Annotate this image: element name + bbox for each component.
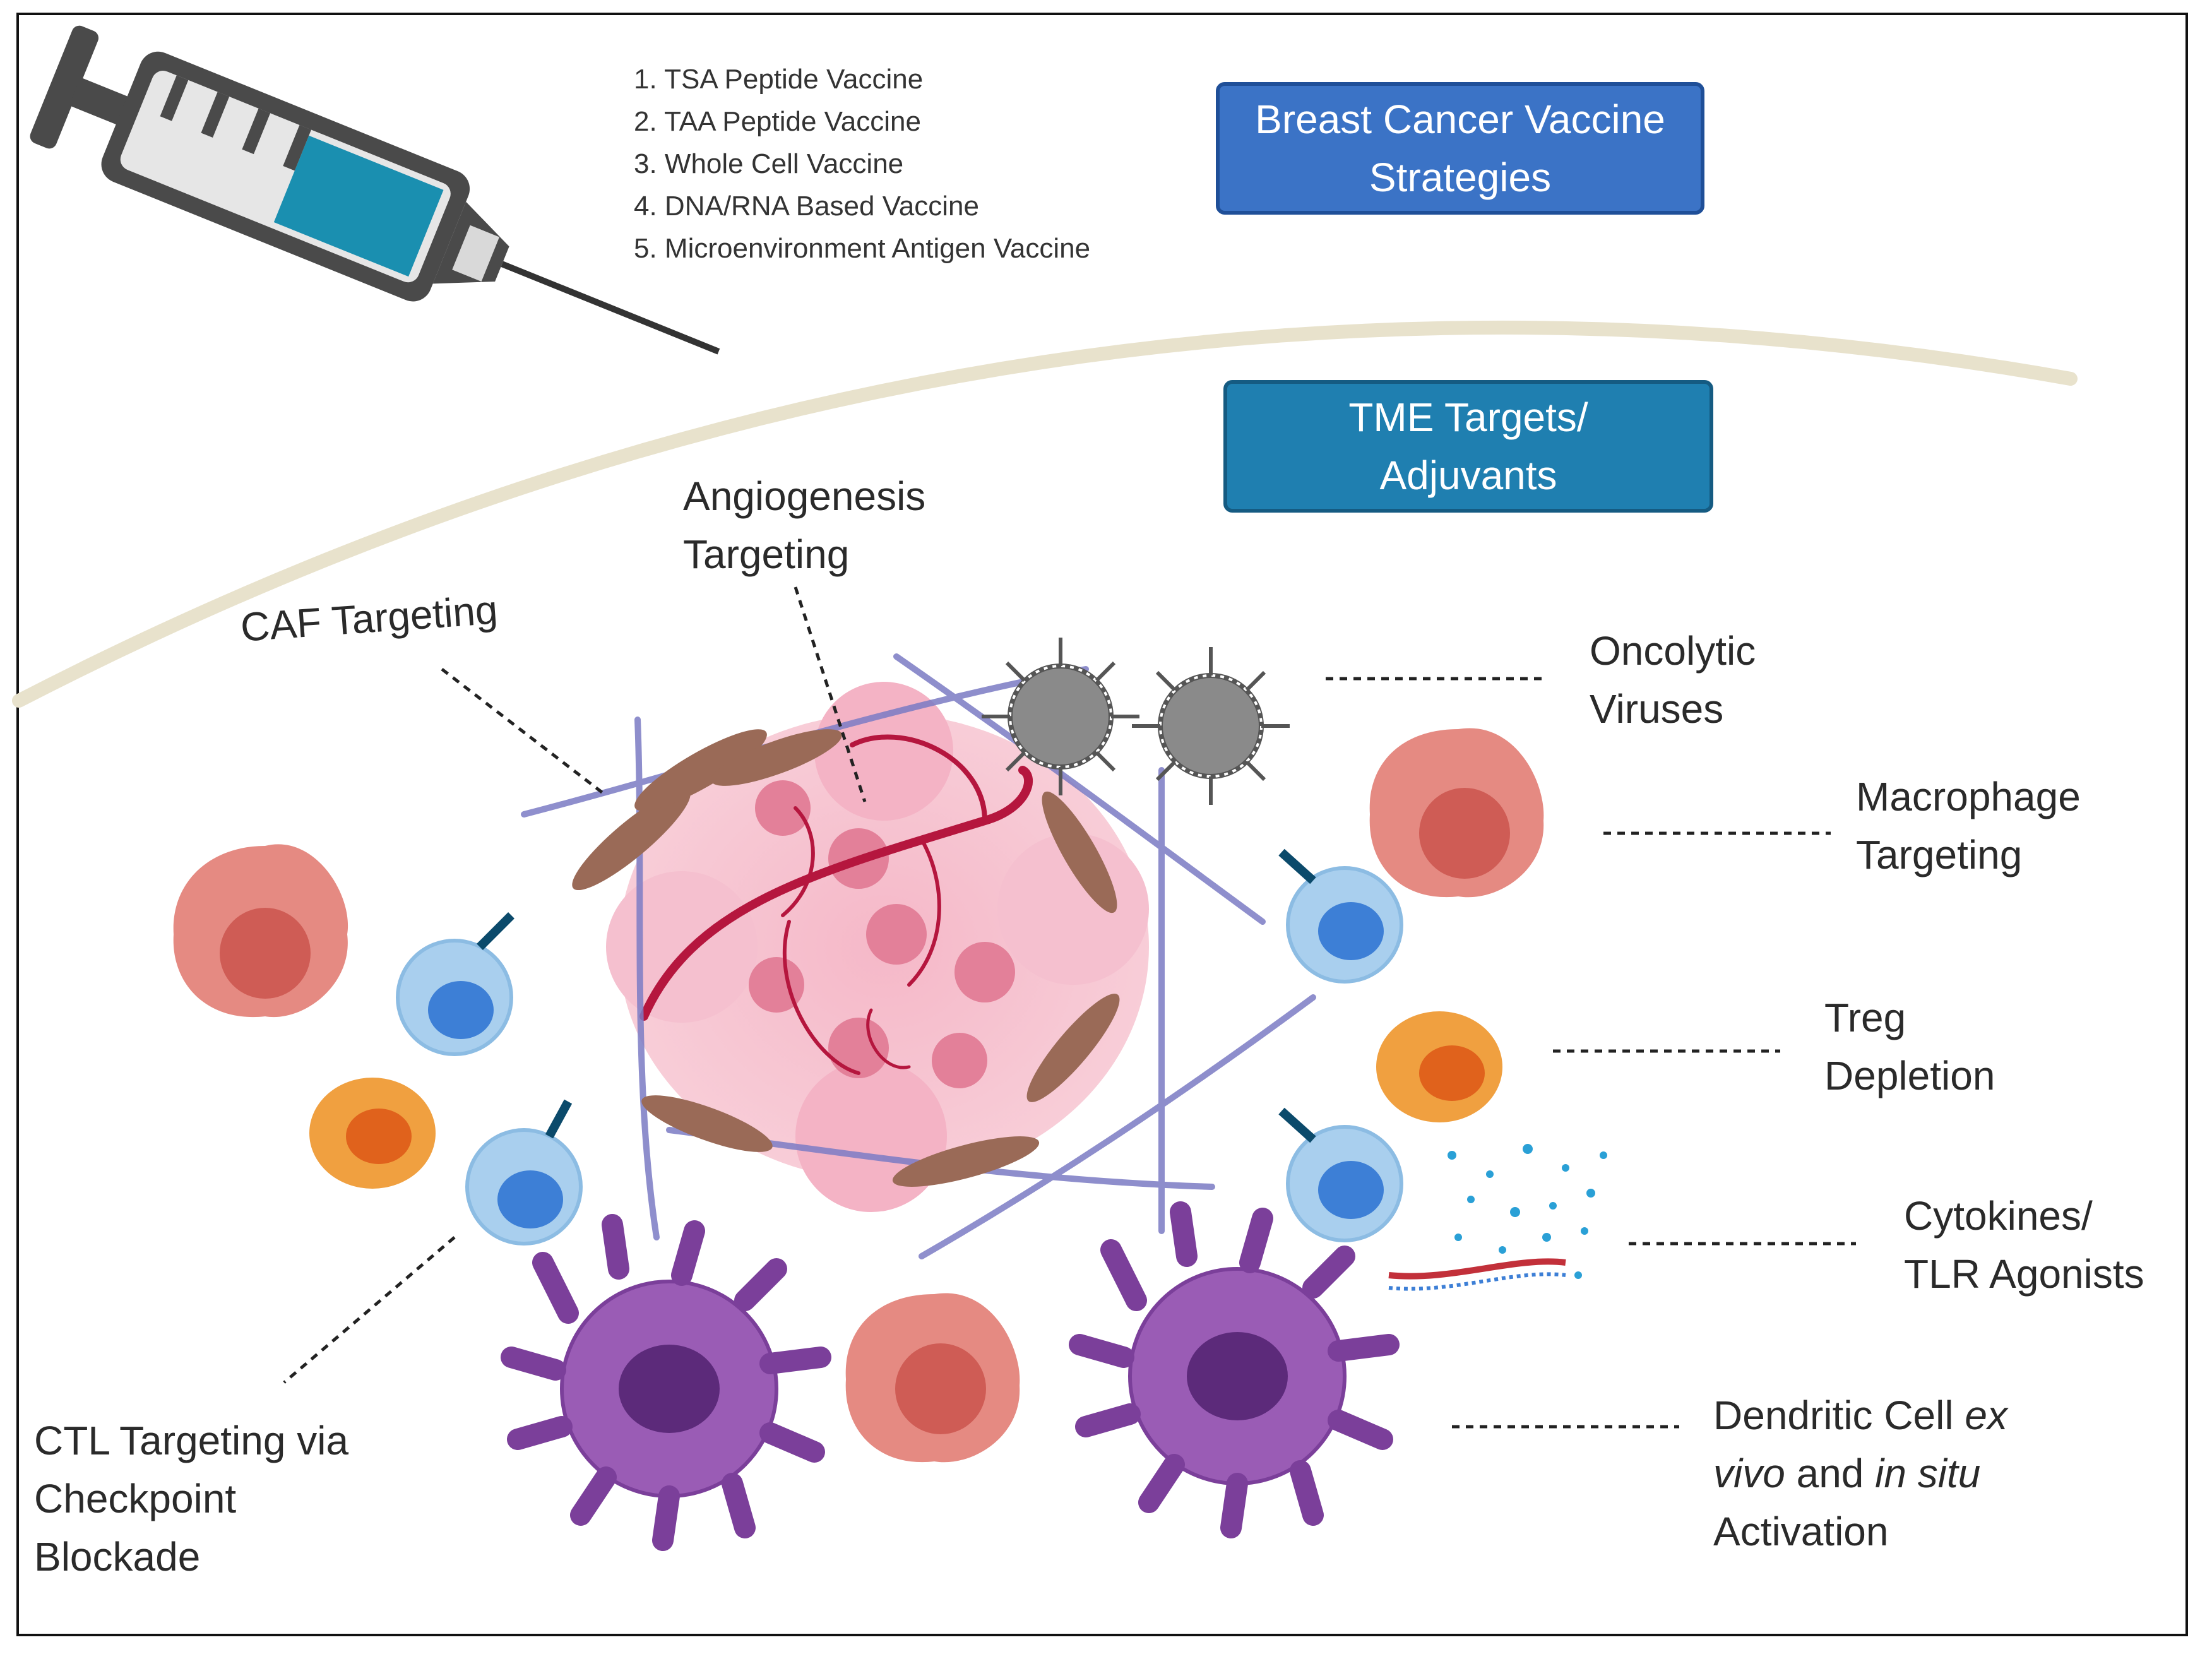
virus-icon (982, 638, 1139, 795)
t-cell-icon (465, 1099, 583, 1246)
label-ctl: CTL Targeting via Checkpoint Blockade (34, 1412, 348, 1586)
macrophage-icon (173, 844, 348, 1018)
strategy-box: Breast Cancer Vaccine Strategies (1216, 82, 1704, 215)
strategy-box-line1: Breast Cancer Vaccine (1255, 97, 1665, 142)
vaccine-strategy-list: 1. TSA Peptide Vaccine 2. TAA Peptide Va… (634, 58, 1090, 270)
label-line: vivo and in situ (1713, 1444, 2007, 1502)
label-line: Checkpoint (34, 1476, 237, 1521)
label-line: Depletion (1824, 1053, 1995, 1098)
t-cell-icon (1278, 1107, 1403, 1242)
macrophage-icon (1369, 728, 1544, 898)
figure-frame (16, 13, 2188, 1636)
label-line: Angiogenesis (683, 473, 926, 519)
treg-cell-icon (1376, 1011, 1502, 1122)
label-oncolytic: Oncolytic Viruses (1590, 622, 1756, 738)
tme-box-line1: TME Targets/ (1348, 395, 1588, 440)
cell-membrane-arc (12, 320, 2078, 708)
fibroblast-icon (572, 729, 1120, 1187)
treg-cell-icon (309, 1078, 436, 1189)
label-text: and (1785, 1451, 1876, 1496)
label-text-italic: in situ (1875, 1451, 1981, 1496)
syringe-icon (30, 25, 720, 355)
label-line: CTL Targeting via (34, 1418, 349, 1463)
list-item: 2. TAA Peptide Vaccine (634, 106, 921, 137)
label-text: Dendritic Cell (1713, 1393, 1965, 1438)
list-item: 4. DNA/RNA Based Vaccine (634, 191, 979, 222)
blood-vessel-icon (639, 734, 1033, 1075)
label-line: Blockade (34, 1534, 201, 1579)
rna-strand-icon (1388, 1258, 1566, 1280)
tme-box-line2: Adjuvants (1379, 453, 1557, 498)
dendritic-cell-icon (1069, 1201, 1400, 1538)
list-item: 5. Microenvironment Antigen Vaccine (634, 233, 1091, 264)
label-angiogenesis: Angiogenesis Targeting (683, 467, 925, 583)
label-line: Targeting (683, 532, 850, 577)
strategy-box-line2: Strategies (1369, 155, 1552, 200)
label-line: Viruses (1590, 686, 1724, 732)
label-text-italic: ex (1965, 1393, 2007, 1438)
label-line: Targeting (1856, 832, 2023, 877)
list-item: 3. Whole Cell Vaccine (634, 148, 904, 179)
label-text-italic: vivo (1713, 1451, 1785, 1496)
label-line: Activation (1713, 1509, 1889, 1554)
label-line: TLR Agonists (1904, 1251, 2144, 1297)
label-line: Macrophage (1856, 774, 2081, 819)
label-treg: Treg Depletion (1824, 989, 1995, 1105)
macrophage-icon (845, 1293, 1020, 1463)
label-line: Oncolytic (1590, 628, 1756, 674)
label-line: Dendritic Cell ex (1713, 1386, 2007, 1444)
tme-box: TME Targets/ Adjuvants (1223, 380, 1713, 513)
cytokine-dots-icon (1448, 1144, 1607, 1279)
label-dendritic: Dendritic Cell ex vivo and in situ Activ… (1713, 1386, 2007, 1561)
t-cell-icon (396, 912, 514, 1056)
label-cytokines: Cytokines/ TLR Agonists (1904, 1187, 2144, 1303)
t-cell-icon (1278, 848, 1403, 984)
label-line: Cytokines/ (1904, 1193, 2093, 1239)
label-macrophage: Macrophage Targeting (1856, 768, 2081, 884)
leader-lines (283, 586, 1856, 1429)
dendritic-cell-icon (501, 1214, 831, 1551)
list-item: 1. TSA Peptide Vaccine (634, 64, 924, 95)
label-line: Treg (1824, 995, 1906, 1040)
virus-icon (1132, 647, 1290, 805)
